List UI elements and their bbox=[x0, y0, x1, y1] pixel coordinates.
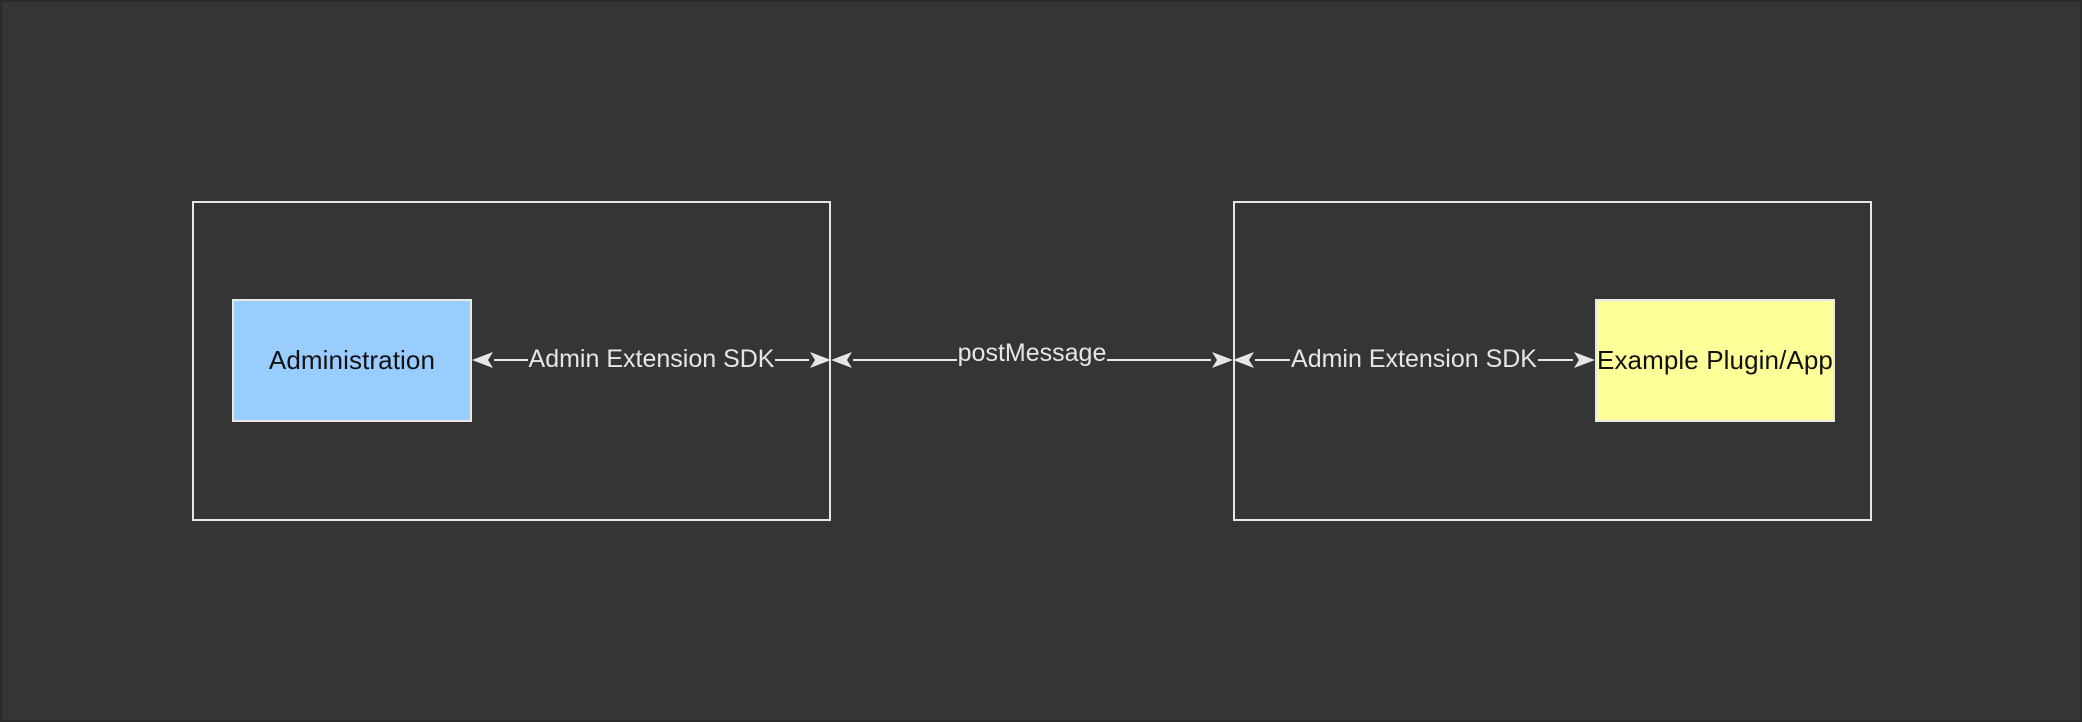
edge-postmessage[interactable]: postMessage bbox=[831, 338, 1234, 377]
arrow-head-right-icon bbox=[1211, 349, 1234, 371]
node-example-plugin-app-label: Example Plugin/App bbox=[1597, 345, 1833, 376]
node-example-plugin-app[interactable]: Example Plugin/App bbox=[1595, 299, 1835, 422]
edge-line-segment bbox=[1107, 359, 1212, 361]
node-administration[interactable]: Administration bbox=[232, 299, 472, 422]
edge-line-segment bbox=[853, 359, 957, 361]
node-administration-label: Administration bbox=[268, 345, 436, 376]
arrow-head-left-icon bbox=[831, 349, 853, 371]
edge-label-postmessage: postMessage bbox=[957, 338, 1107, 367]
